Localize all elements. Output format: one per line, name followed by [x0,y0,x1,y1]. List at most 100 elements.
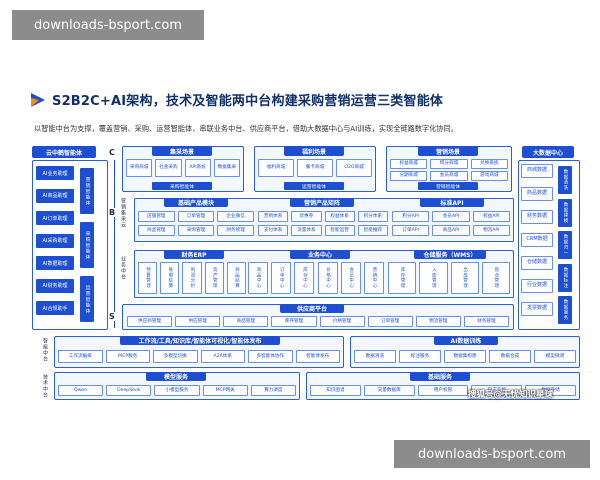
business-cell: 库存中心 [294,262,315,294]
ai-left-cell: A2A体系 [200,350,245,363]
supplier-cell: 订单管理 [367,316,413,327]
scene-procurement-footer: 采购智能体 [152,182,212,190]
scene-cell: 数据集采 [213,159,240,177]
left-tag-operation: 运营智能体 [80,276,94,322]
letter-s: S [108,312,116,321]
marketing-cell: 会员API [432,211,470,222]
business-cell: 账期结算 [160,262,180,294]
business-cell: 库存管理 [388,262,417,294]
marketing-cell: 优惠券 [291,211,322,222]
tech-right-header: 基础服务 [410,372,470,381]
ai-right-cell: 模型微调 [534,350,576,363]
scene-cell: 社会采购 [155,159,182,177]
mc-group0-header: 基础产品模块 [164,198,228,207]
supplier-cell: 供应管理 [175,316,221,327]
watermark-top: downloads-bsport.com [12,10,204,40]
ai-left-cell: 多模型切换 [153,350,198,363]
marketing-center-label: 营销集采云 [120,198,126,228]
ai-left-cell: MCP服务 [105,350,150,363]
scene-cell: 积分商城 [430,159,468,169]
page-title: S2B2C+AI架构，技术及智能两中台构建采购营销运营三类智能体 [52,94,444,109]
big-data-tag: 数据建模 [558,198,572,227]
marketing-cell: 权益API [472,211,510,222]
bc-group1-header: 业务中心 [290,250,350,259]
big-data-item: 财务数据 [521,210,553,224]
ai-right-cell: 数据清洗 [354,350,396,363]
marketing-cell: 企业微信 [217,211,254,222]
bc-group0-header: 财务ERP [164,250,224,259]
tech-left-cell: 小模型服务 [154,385,200,396]
business-cell: 营销中心 [363,262,384,294]
business-cell: 出库管理 [450,262,479,294]
scene-cell: 餐卡商城 [297,159,333,177]
marketing-cell: 商品管理 [138,225,175,236]
watermark-bottom: downloads-bsport.com [394,440,590,468]
marketing-cell: 商品API [432,225,470,236]
big-data-item: 商品数据 [521,187,553,201]
business-cell: 订单中心 [271,262,292,294]
marketing-cell: 智能推荐 [357,225,388,236]
scene-cell: 分期商城 [390,171,428,181]
business-center-label: 业务中台 [120,256,126,280]
tech-left-cell: Qwen [58,385,104,396]
big-data-item: 仓储数据 [521,256,553,270]
big-data-item: CRM数据 [521,233,553,247]
supplier-cell: 价格管理 [319,316,365,327]
tech-platform-label: 技术中台 [42,374,48,398]
scene-welfare-header: 福利场景 [284,146,344,156]
marketing-cell: 店铺管理 [138,211,175,222]
ai-left-cell: 多智能体协作 [248,350,293,363]
left-panel-item: AI业务助理 [36,166,74,180]
marketing-cell: 积分API [392,211,430,222]
tech-right-cell: 用户权限 [417,385,469,396]
title-row: S2B2C+AI架构，技术及智能两中台构建采购营销运营三类智能体 [30,90,443,109]
scene-cell: O2O商城 [336,159,372,177]
tech-right-cell: 日志监控 [471,385,523,396]
scene-cell: API系统 [184,159,211,177]
supplier-cell: 财务管理 [463,316,509,327]
ai-right-header: AI数据训练 [434,336,498,345]
tech-left-cell: DeepSeek [106,385,152,396]
ai-right-cell: 标注服务 [399,350,441,363]
scene-cell: 兑换系统 [470,159,508,169]
left-panel-item: AI采购助理 [36,233,74,248]
scene-cell: 权益商城 [390,159,428,169]
scene-cell: 采购商城 [126,159,153,177]
big-data-tag: 数据服务 [558,296,572,324]
page-subtitle: 以智能中台为支撑，覆盖营销、采购、运营智能体，串联业务中台、供应商平台，借助大数… [34,124,458,133]
marketing-cell: 采购管理 [177,225,215,236]
left-panel-header: 云中鹤智能体 [32,146,96,158]
big-data-item: 发票数据 [521,302,553,316]
business-cell: 盘点管理 [481,262,510,294]
supplier-cell: 供应商管理 [127,316,173,327]
business-cell: 资产管理 [204,262,224,294]
supplier-cell: 库存管理 [271,316,317,327]
marketing-cell: 权益体系 [324,211,355,222]
marketing-cell: 智能运营 [324,225,355,236]
scene-marketing-footer: 营销智能体 [418,182,478,190]
mc-group2-header: 标准API [420,198,484,207]
business-cell: 预算管理 [138,262,158,294]
ai-right-cell: 数据集构建 [444,350,486,363]
scene-cell: 福利商城 [258,159,294,177]
ai-right-cell: 数据合成 [489,350,531,363]
tech-right-cell: 数据存储 [525,385,576,396]
letter-c: C [108,148,116,157]
tech-right-cell: 知识图谱 [310,385,361,396]
business-cell: 商品结算 [226,262,246,294]
marketing-cell: 订单API [392,225,430,236]
left-panel-item: AI数据助理 [36,256,74,270]
scene-cell: 游戏商城 [470,171,508,181]
big-data-item: 行业数据 [521,279,553,293]
left-panel-item: AI财务助理 [36,278,74,293]
business-cell: 商品中心 [248,262,269,294]
tech-left-cell: 算力调度 [250,385,296,396]
scene-cell: 会员商城 [430,171,468,181]
tech-left-cell: MCP网关 [202,385,248,396]
big-data-tag: 数据标注 [558,263,572,292]
marketing-cell: 财务管理 [217,225,254,236]
business-cell: 价格中心 [317,262,338,294]
left-panel-item: AI订单助理 [36,211,74,225]
tech-left-header: 模型服务 [146,372,206,381]
source-credit: 搜狐号@无忧知识星球 [468,390,554,400]
